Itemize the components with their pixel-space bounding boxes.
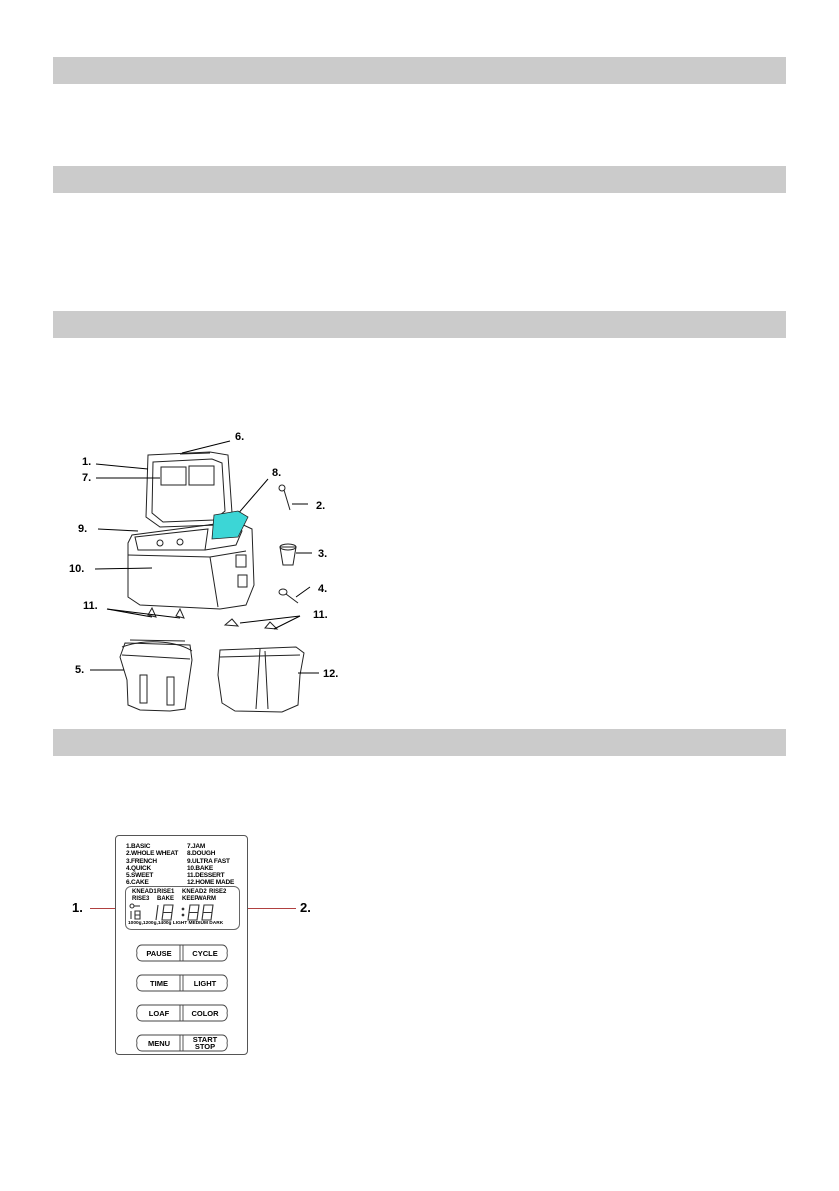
program-item: 4.QUICK xyxy=(126,864,151,872)
program-item: 7.JAM xyxy=(187,843,206,850)
button-outline xyxy=(136,944,228,962)
button-outline xyxy=(136,974,228,992)
button-start-stop[interactable]: START STOP xyxy=(192,1035,218,1051)
control-panel-highlight xyxy=(211,510,249,540)
callout-3: 3. xyxy=(318,548,328,560)
marker-2: 2. xyxy=(300,900,311,915)
program-item: 5.SWEET xyxy=(126,872,154,880)
button-menu[interactable]: MENU xyxy=(147,1038,171,1048)
lcd-size-color-label: 1000g,1200g,1400g LIGHT MEDIUM DARK xyxy=(128,921,224,926)
button-outline xyxy=(136,1004,228,1022)
timer-icon xyxy=(129,903,135,909)
parts-diagram: 1. 2. 3. 4. 5. 6. 7. 8. 9. 10. 11. 11. 1… xyxy=(60,425,360,725)
button-light[interactable]: LIGHT xyxy=(193,978,217,988)
callout-9: 9. xyxy=(78,523,88,535)
seven-segment-digits xyxy=(129,903,214,921)
callout-11-left: 11. xyxy=(83,600,98,612)
paddle-2-illustration xyxy=(175,607,185,619)
program-item: 10.BAKE xyxy=(187,864,214,872)
callout-10: 10. xyxy=(69,563,85,575)
lcd-label-rise1: RISE1 xyxy=(157,889,175,895)
main-body-illustration xyxy=(127,520,255,610)
program-item: 12.HOME MADE xyxy=(187,879,235,887)
marker-1: 1. xyxy=(72,900,83,915)
hook-accessory-illustration xyxy=(278,484,291,511)
callout-5: 5. xyxy=(75,664,85,676)
lcd-label-knead2: KNEAD2 xyxy=(182,889,207,895)
button-outline xyxy=(136,1034,228,1052)
lcd-display: KNEAD1 RISE1 KNEAD2 RISE2 RISE3 BAKE KEE… xyxy=(125,886,240,930)
paddle-4-illustration xyxy=(264,621,279,630)
lcd-label-knead1: KNEAD1 xyxy=(132,889,157,895)
callout-4: 4. xyxy=(318,583,328,595)
callout-12: 12. xyxy=(323,668,339,680)
program-item: 8.DOUGH xyxy=(187,850,216,858)
section-heading-bar-2 xyxy=(53,166,786,193)
lcd-label-warm: WARM xyxy=(197,896,216,902)
callout-11-right: 11. xyxy=(313,609,328,621)
measuring-spoon-illustration xyxy=(278,588,299,604)
callout-7: 7. xyxy=(82,472,92,484)
lcd-label-bake: BAKE xyxy=(157,896,175,902)
callout-2: 2. xyxy=(316,500,326,512)
program-item: 3.FRENCH xyxy=(126,857,157,865)
double-pan-illustration xyxy=(217,646,305,713)
program-item: 2.WHOLE WHEAT xyxy=(126,850,179,858)
button-pause[interactable]: PAUSE xyxy=(146,948,172,958)
lcd-label-rise3: RISE3 xyxy=(132,896,150,902)
program-item: 9.ULTRA FAST xyxy=(187,857,230,865)
callout-6: 6. xyxy=(235,431,245,443)
section-heading-bar-3 xyxy=(53,311,786,338)
button-row: TIME LIGHT xyxy=(136,974,228,992)
section-heading-bar-1 xyxy=(53,57,786,84)
leader-line-2 xyxy=(226,908,296,909)
section-heading-bar-4 xyxy=(53,729,786,756)
callout-1: 1. xyxy=(82,456,92,468)
program-item: 1.BASIC xyxy=(126,843,151,850)
program-item: 11.DESSERT xyxy=(187,872,225,880)
paddle-1-illustration xyxy=(147,606,157,618)
lcd-label-rise2: RISE2 xyxy=(209,889,227,895)
button-loaf[interactable]: LOAF xyxy=(148,1008,170,1018)
button-cycle[interactable]: CYCLE xyxy=(192,948,218,958)
callout-8: 8. xyxy=(272,467,282,479)
program-item: 6.CAKE xyxy=(126,879,149,887)
button-row: LOAF COLOR xyxy=(136,1004,228,1022)
bread-maker-illustration xyxy=(90,440,319,713)
button-row: PAUSE CYCLE xyxy=(136,944,228,962)
button-row: MENU START STOP xyxy=(136,1034,228,1052)
button-time[interactable]: TIME xyxy=(150,978,168,988)
button-color[interactable]: COLOR xyxy=(191,1008,219,1018)
measuring-cup-illustration xyxy=(279,543,297,566)
paddle-3-illustration xyxy=(223,618,240,627)
lcd-label-keep: KEEP xyxy=(182,896,199,902)
single-pan-illustration xyxy=(119,639,193,712)
